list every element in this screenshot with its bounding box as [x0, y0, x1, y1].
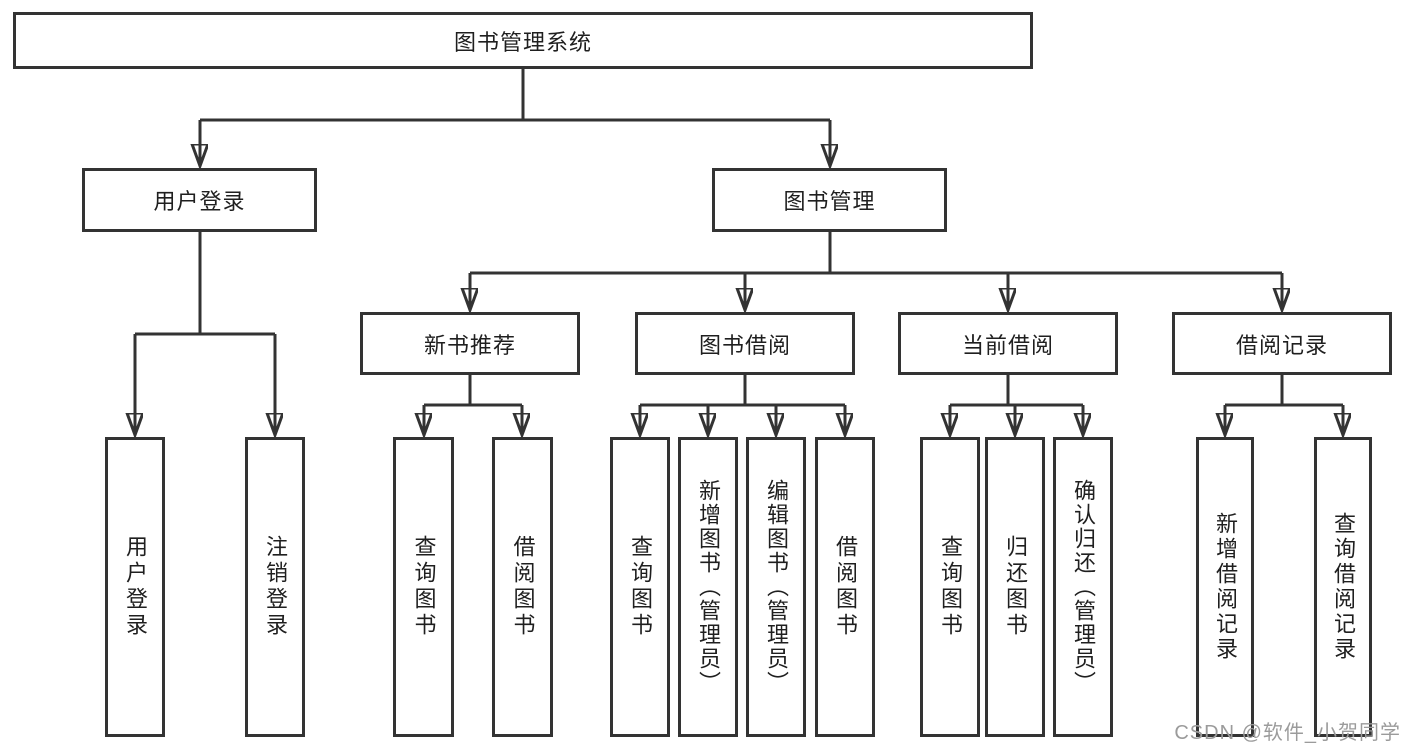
node-new-book-recommend: 新书推荐 — [360, 312, 580, 375]
node-borrow-records: 借阅记录 — [1172, 312, 1392, 375]
leaf-bb-borrow-book: 借阅图书 — [815, 437, 875, 737]
leaf-cb-confirm-return-admin: 确认归还（管理员） — [1053, 437, 1113, 737]
leaf-cb-return-book: 归还图书 — [985, 437, 1045, 737]
leaf-bb-add-book-admin: 新增图书（管理员） — [678, 437, 738, 737]
watermark-text: CSDN @软件_小贺同学 — [1174, 722, 1401, 744]
node-current-borrowing: 当前借阅 — [898, 312, 1118, 375]
leaf-bb-query-book: 查询图书 — [610, 437, 670, 737]
node-user-login: 用户登录 — [82, 168, 317, 232]
node-book-borrowing: 图书借阅 — [635, 312, 855, 375]
leaf-br-query-record: 查询借阅记录 — [1314, 437, 1372, 737]
leaf-nbr-query-book: 查询图书 — [393, 437, 454, 737]
leaf-bb-edit-book-admin: 编辑图书（管理员） — [746, 437, 806, 737]
leaf-user-login: 用户登录 — [105, 437, 165, 737]
leaf-logout: 注销登录 — [245, 437, 305, 737]
leaf-nbr-borrow-book: 借阅图书 — [492, 437, 553, 737]
node-root: 图书管理系统 — [13, 12, 1033, 69]
leaf-br-add-record: 新增借阅记录 — [1196, 437, 1254, 737]
leaf-cb-query-book: 查询图书 — [920, 437, 980, 737]
node-book-management: 图书管理 — [712, 168, 947, 232]
